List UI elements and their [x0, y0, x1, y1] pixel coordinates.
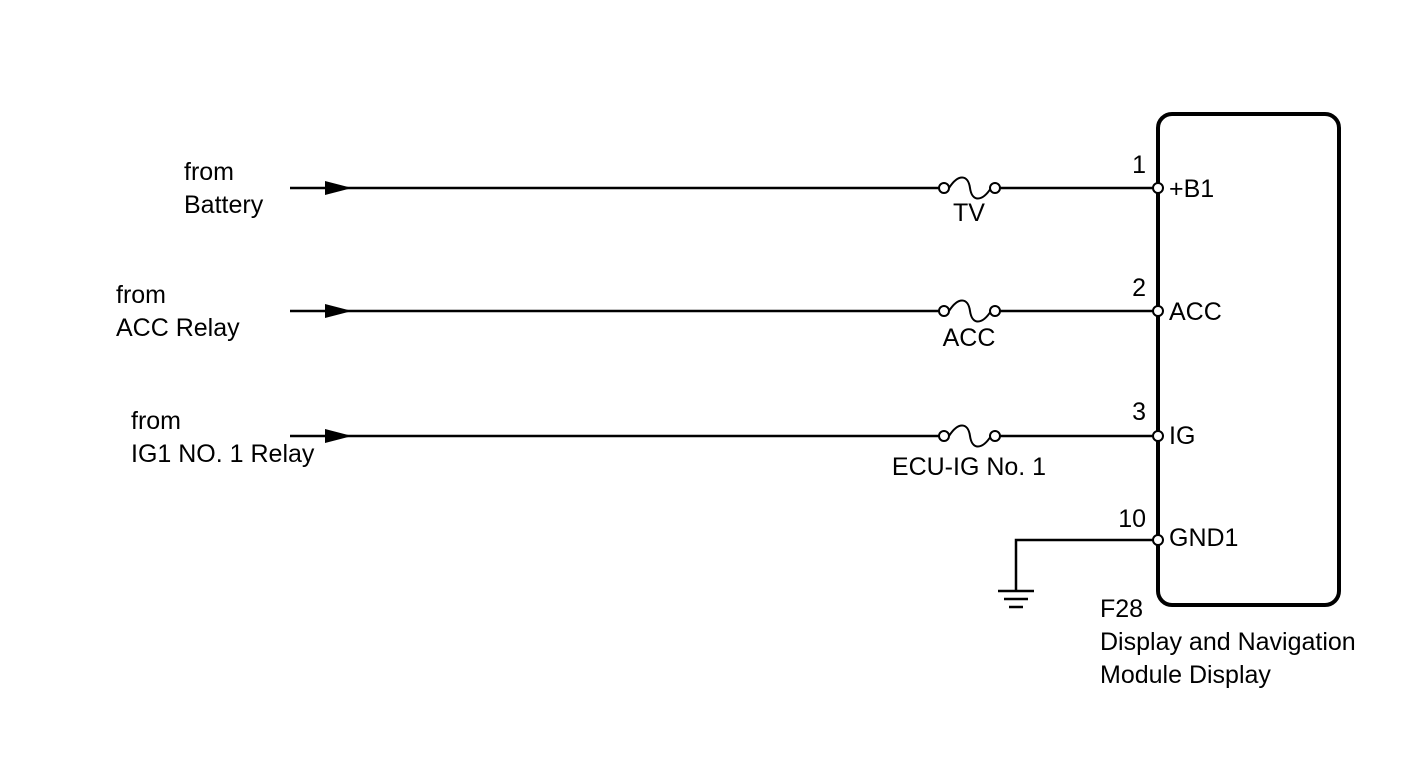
arrow-icon: [325, 181, 352, 195]
pin-number-1: 1: [1132, 151, 1146, 179]
pin-number-10: 10: [1118, 505, 1146, 533]
pin-name-b1: +B1: [1169, 175, 1215, 203]
fuse-icon: [938, 299, 1001, 323]
source-name-text: Battery: [184, 191, 264, 219]
ground-icon: [998, 589, 1034, 609]
pin-name-acc: ACC: [1169, 298, 1222, 326]
wire-ground: [998, 534, 1164, 609]
arrow-icon: [325, 304, 352, 318]
component-caption: F28 Display and Navigation Module Displa…: [1100, 593, 1356, 692]
wire-battery: [290, 176, 1164, 200]
pin-terminal-icon: [1152, 305, 1164, 317]
fuse-label-ecu-ig: ECU-IG No. 1: [891, 453, 1047, 481]
source-label-ig1-relay: from IG1 NO. 1 Relay: [131, 405, 314, 471]
fuse-icon: [938, 424, 1001, 448]
source-from-text: from: [116, 281, 166, 309]
pin-terminal-icon: [1152, 182, 1164, 194]
source-label-battery: from Battery: [184, 156, 263, 222]
source-label-acc-relay: from ACC Relay: [116, 279, 240, 345]
component-box: [1156, 112, 1341, 607]
wire-acc-relay: [290, 299, 1164, 323]
component-name-line2: Module Display: [1100, 661, 1271, 689]
fuse-label-acc: ACC: [942, 324, 996, 352]
source-name-text: IG1 NO. 1 Relay: [131, 440, 315, 468]
pin-name-gnd1: GND1: [1169, 524, 1239, 552]
fuse-label-tv: TV: [953, 199, 985, 227]
wire-ig1-relay: [290, 424, 1164, 448]
arrow-icon: [325, 429, 352, 443]
source-from-text: from: [184, 158, 234, 186]
source-from-text: from: [131, 407, 181, 435]
source-name-text: ACC Relay: [116, 314, 240, 342]
pin-terminal-icon: [1152, 430, 1164, 442]
pin-terminal-icon: [1152, 534, 1164, 546]
component-code: F28: [1100, 595, 1144, 623]
component-name-line1: Display and Navigation: [1100, 628, 1356, 656]
pin-number-3: 3: [1132, 398, 1146, 426]
pin-name-ig: IG: [1169, 422, 1196, 450]
pin-number-2: 2: [1132, 274, 1146, 302]
fuse-icon: [938, 176, 1001, 200]
